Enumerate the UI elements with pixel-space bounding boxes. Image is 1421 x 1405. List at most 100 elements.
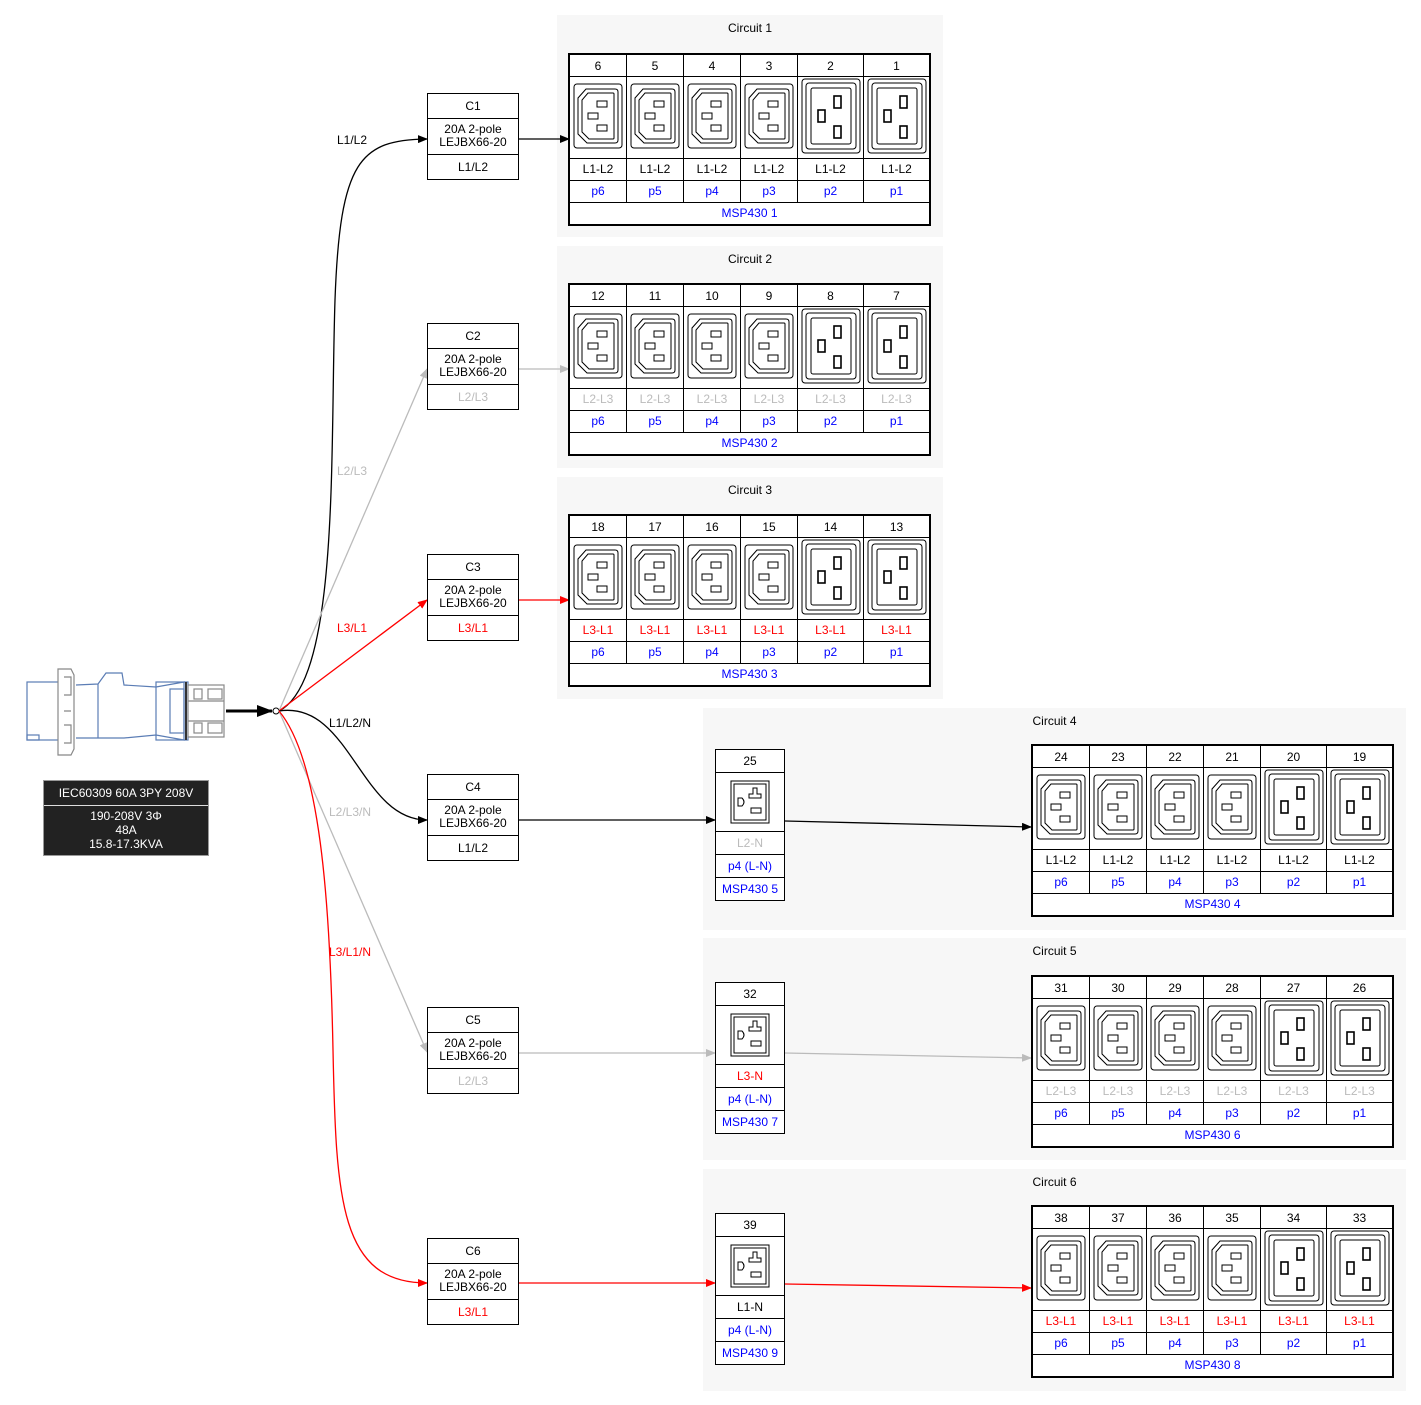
outlet-phase: L1-L2 (1032, 848, 1090, 872)
outlet-c13[interactable] (1146, 767, 1204, 850)
breaker-model: LEJBX66-20 (439, 816, 507, 830)
c13-outlet-icon (1093, 1235, 1143, 1301)
c13-outlet-icon (687, 313, 737, 379)
c13-outlet-icon (1093, 774, 1143, 840)
outlet-c19[interactable] (1260, 1228, 1327, 1311)
outlet-phase: L1-N (716, 1295, 784, 1318)
outlet-phase: L3-L1 (863, 618, 930, 642)
c13-outlet-icon (744, 544, 794, 610)
outlet-c13[interactable] (1032, 767, 1090, 850)
outlet-number: 34 (1260, 1205, 1327, 1230)
source-plug[interactable] (26, 665, 226, 757)
outlet-number: 9 (740, 283, 798, 308)
c13-outlet-icon (1207, 774, 1257, 840)
outlet-c13[interactable] (626, 76, 684, 159)
outlet-number: 5 (626, 53, 684, 78)
outlet-c19[interactable] (1260, 767, 1327, 850)
outlet-c19[interactable] (797, 537, 864, 620)
outlet-c13[interactable] (569, 76, 627, 159)
outlet-c13[interactable] (1203, 998, 1261, 1081)
outlet-c19[interactable] (1326, 1228, 1393, 1311)
outlet-c13[interactable] (683, 76, 741, 159)
c13-outlet-icon (630, 544, 680, 610)
outlet-c19[interactable] (863, 306, 930, 389)
breaker-rating: 20A 2-pole (444, 1267, 502, 1281)
outlet-c19[interactable] (1326, 767, 1393, 850)
outlet-c13[interactable] (1089, 767, 1147, 850)
outlet-c13[interactable] (1203, 767, 1261, 850)
outlet-c19[interactable] (863, 76, 930, 159)
outlet-phase: L2-N (716, 831, 784, 854)
outlet-c13[interactable] (1146, 998, 1204, 1081)
outlet-phase: L1-L2 (1089, 848, 1147, 872)
outlet-c13[interactable] (740, 76, 798, 159)
breaker-phase: L2/L3 (428, 1068, 518, 1093)
outlet-phase: L1-L2 (569, 157, 627, 181)
outlet-c19[interactable] (1326, 998, 1393, 1081)
nema-outlet[interactable] (716, 1236, 784, 1295)
outlet-phase: L2-L3 (740, 387, 798, 411)
outlet-c19[interactable] (863, 537, 930, 620)
c19-outlet-icon (801, 539, 860, 615)
outlet-number: 27 (1260, 975, 1327, 1000)
c13-outlet-icon (1207, 1005, 1257, 1071)
outlet-c13[interactable] (683, 537, 741, 620)
outlet-port: p1 (863, 409, 930, 433)
outlet-c13[interactable] (626, 537, 684, 620)
nema-outlet[interactable] (716, 772, 784, 831)
outlet-c13[interactable] (1089, 1228, 1147, 1311)
outlet-c13[interactable] (740, 306, 798, 389)
outlet-c13[interactable] (569, 537, 627, 620)
c13-outlet-icon (1093, 1005, 1143, 1071)
c19-outlet-icon (1330, 1000, 1389, 1076)
outlet-c13[interactable] (1089, 998, 1147, 1081)
outlet-port: p4 (1146, 1331, 1204, 1355)
outlet-c19[interactable] (797, 306, 864, 389)
outlet-c13[interactable] (683, 306, 741, 389)
outlet-number: 21 (1203, 744, 1261, 769)
outlet-c13[interactable] (569, 306, 627, 389)
nema-5-20-outlet-icon (730, 780, 770, 824)
breaker-model: LEJBX66-20 (439, 596, 507, 610)
c13-outlet-icon (744, 83, 794, 149)
nema-outlet[interactable] (716, 1005, 784, 1064)
outlet-c13[interactable] (740, 537, 798, 620)
breaker-phase: L3/L1 (428, 615, 518, 640)
outlet-c13[interactable] (1146, 1228, 1204, 1311)
outlet-c13[interactable] (626, 306, 684, 389)
breaker-model: LEJBX66-20 (439, 135, 507, 149)
outlet-port: p3 (1203, 870, 1261, 894)
outlet-c19[interactable] (1260, 998, 1327, 1081)
outlet-c13[interactable] (1203, 1228, 1261, 1311)
outlet-c13[interactable] (1032, 1228, 1090, 1311)
outlet-port: p6 (569, 179, 627, 203)
feed-label-c1: L1/L2 (337, 133, 368, 147)
breaker-model: LEJBX66-20 (439, 1280, 507, 1294)
circuit-title: Circuit 5 (1032, 944, 1077, 958)
c13-outlet-icon (1036, 774, 1086, 840)
outlet-port: p3 (1203, 1331, 1261, 1355)
outlet-c13[interactable] (1032, 998, 1090, 1081)
outlet-port: p6 (1032, 870, 1090, 894)
pdu-name: MSP430 9 (716, 1341, 784, 1364)
outlet-port: p3 (1203, 1101, 1261, 1125)
outlet-phase: L3-L1 (797, 618, 864, 642)
outlet-c19[interactable] (797, 76, 864, 159)
outlet-number: 10 (683, 283, 741, 308)
